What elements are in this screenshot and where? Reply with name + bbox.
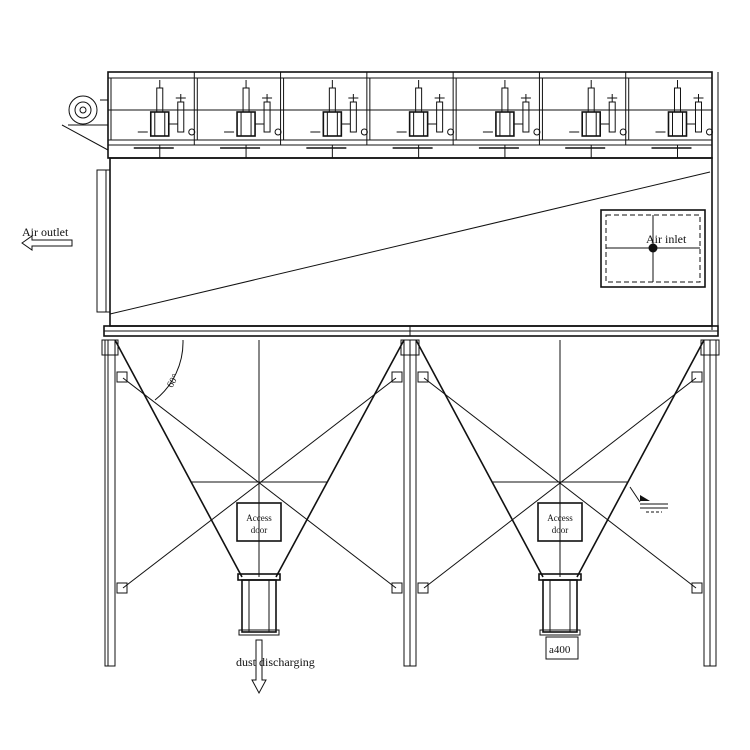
filter-bay: [280, 72, 368, 158]
hopper: Access door: [114, 339, 405, 636]
air-outlet-arrow-icon: [21, 235, 73, 251]
access-door-label: door: [552, 525, 569, 535]
air-inlet-box: Air inlet: [600, 209, 706, 288]
air-outlet-label: Air outlet: [22, 225, 69, 239]
access-door: Access door: [537, 502, 583, 542]
access-door-label: door: [251, 525, 268, 535]
angle-annotation: 60°: [154, 339, 184, 401]
dust-discharge-arrow-icon: [251, 639, 267, 695]
pulse-valve-icon: [667, 111, 688, 137]
pulse-valve-icon: [581, 111, 602, 137]
support-columns: [101, 339, 720, 667]
access-door-label: Access: [547, 513, 573, 523]
filter-bay: [452, 72, 541, 158]
filter-bay: [366, 72, 455, 158]
level-indicator-icon: [629, 486, 668, 513]
access-door: Access door: [236, 502, 282, 542]
filter-bay: [193, 72, 282, 158]
filter-bay: [625, 72, 713, 158]
hoppers: Access door Access door: [114, 339, 705, 636]
outlet-size-label: a400: [549, 644, 571, 656]
filter-bay: [110, 78, 196, 158]
access-door-label: Access: [246, 513, 272, 523]
outlet-size-box: [545, 636, 579, 660]
filter-bay: [538, 72, 627, 158]
pulse-valve-icon: [236, 111, 256, 137]
pulse-valve-icon: [322, 111, 343, 137]
air-inlet-point-icon: [648, 243, 658, 253]
pulse-valve-icon: [408, 111, 429, 137]
support-beam: [103, 325, 719, 337]
air-inlet-label: Air inlet: [646, 232, 687, 246]
main-body: [96, 157, 713, 327]
hopper: Access door: [415, 339, 705, 636]
filter-bays: [110, 72, 713, 158]
fan-motor-icon: [61, 95, 109, 151]
dust-discharging-label: dust discharging: [236, 655, 315, 669]
pulse-valve-icon: [495, 111, 515, 137]
pulse-valve-icon: [149, 111, 170, 137]
